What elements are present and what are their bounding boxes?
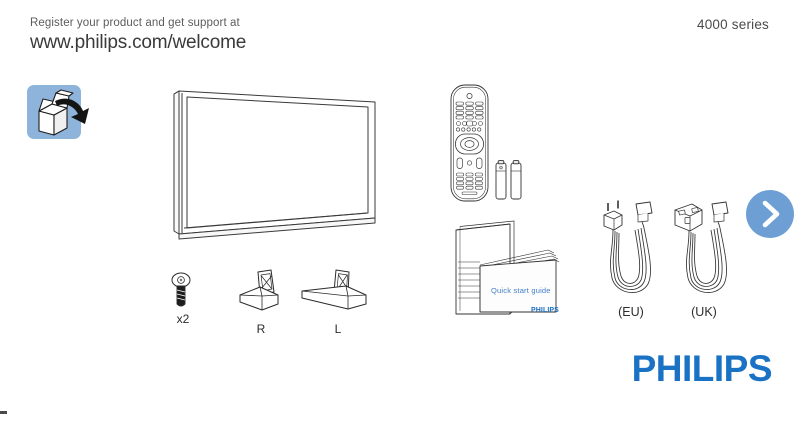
- screw-illustration: [168, 272, 196, 312]
- cable-uk-label: (UK): [691, 305, 717, 319]
- stand-right-label: R: [256, 322, 266, 336]
- stand-leg-left-illustration: [300, 268, 372, 314]
- documentation-booklets-illustration: [452, 220, 587, 320]
- chevron-right-icon: [762, 200, 780, 228]
- next-arrow-button[interactable]: [746, 190, 794, 238]
- series-label: 4000 series: [697, 17, 769, 32]
- booklet-title: Quick start guide: [491, 286, 551, 295]
- unpack-box-icon: [27, 85, 91, 141]
- stand-left-label: L: [334, 322, 342, 336]
- remote-control-illustration: [448, 84, 498, 202]
- philips-logo: PHILIPS: [631, 348, 773, 389]
- support-url: www.philips.com/welcome: [30, 32, 247, 53]
- booklet-brand-logo: PHILIPS: [531, 307, 559, 314]
- crop-mark: [0, 411, 7, 414]
- television-illustration: [170, 84, 385, 240]
- cable-eu-label: (EU): [618, 305, 644, 319]
- register-prompt-text: Register your product and get support at: [30, 17, 240, 29]
- screw-quantity-label: x2: [176, 312, 190, 326]
- aaa-batteries-illustration: [494, 160, 526, 202]
- power-cable-eu-illustration: [600, 198, 662, 302]
- power-cable-uk-illustration: [672, 198, 736, 302]
- stand-leg-right-illustration: [238, 268, 288, 314]
